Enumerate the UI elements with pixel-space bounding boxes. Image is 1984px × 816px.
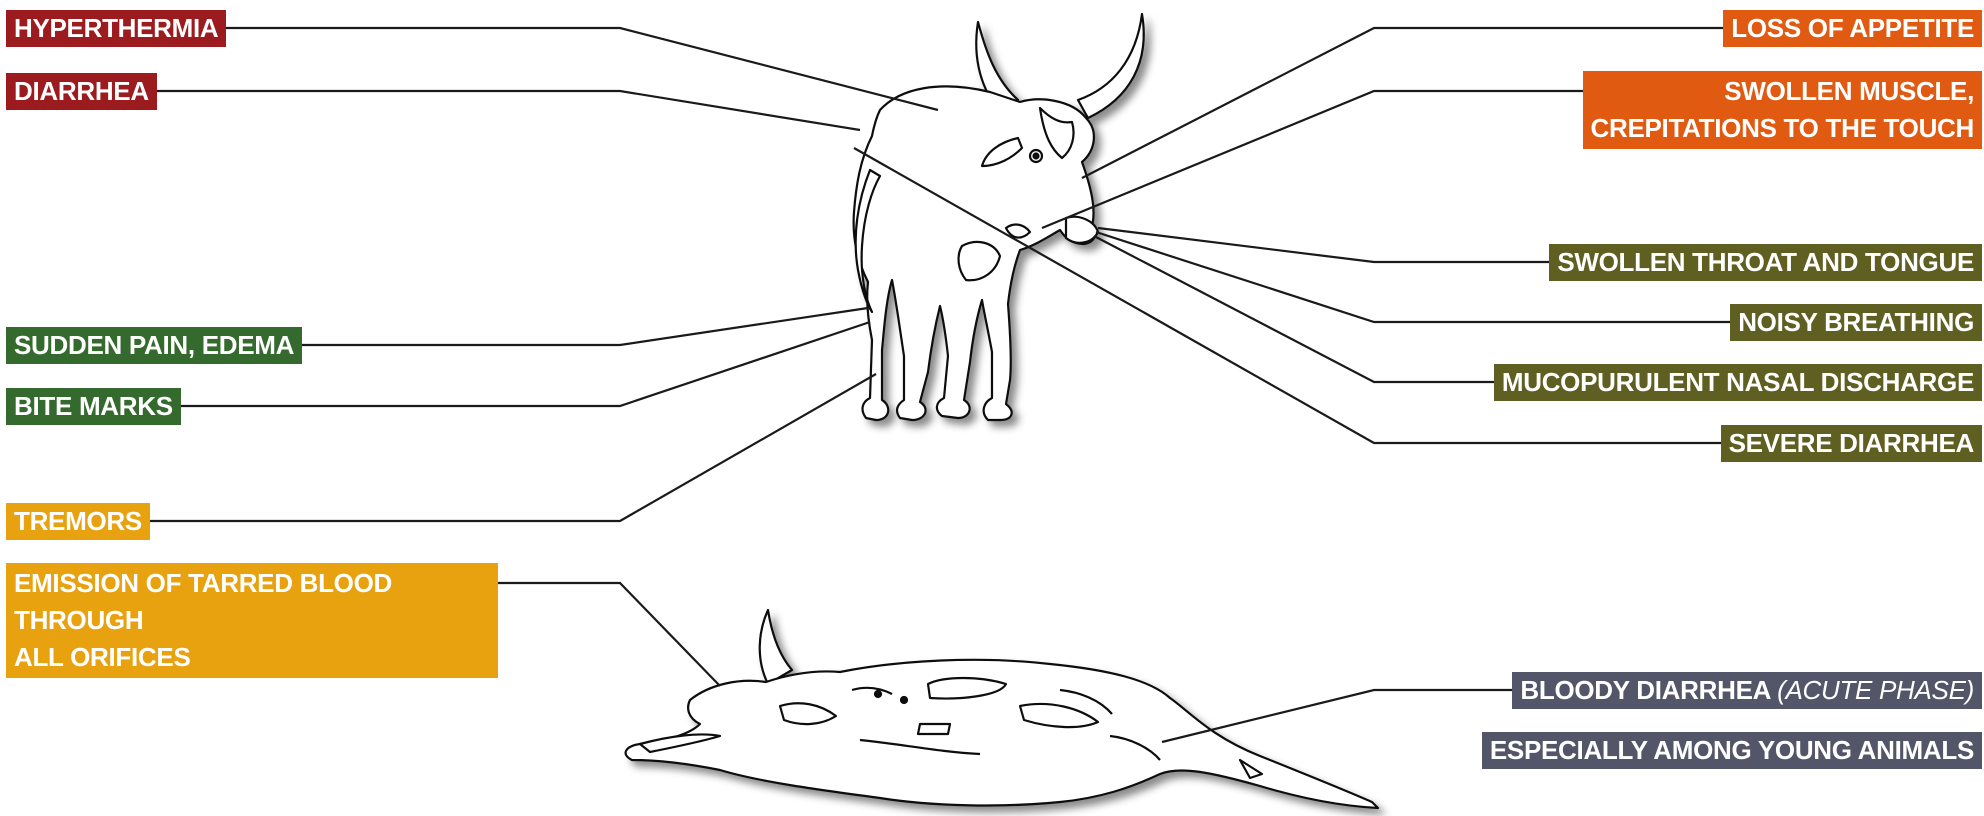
label-mucopurulent-nasal-discharge: MUCOPURULENT NASAL DISCHARGE	[1494, 364, 1982, 401]
leader-line-diarrhea	[146, 91, 860, 130]
cow-right-horn	[1078, 14, 1144, 118]
label-especially-young-animals: ESPECIALLY AMONG YOUNG ANIMALS	[1482, 732, 1982, 769]
label-emission-line2: ALL ORIFICES	[14, 639, 490, 676]
leader-line-sudden-pain	[292, 308, 868, 345]
label-bloody-diarrhea-note: (ACUTE PHASE)	[1777, 675, 1974, 705]
lying-cow-horn	[760, 610, 792, 684]
label-emission-line1: EMISSION OF TARRED BLOOD THROUGH	[14, 565, 490, 639]
label-tremors: TREMORS	[6, 503, 150, 540]
label-bloody-diarrhea: BLOODY DIARRHEA (ACUTE PHASE)	[1512, 672, 1982, 709]
label-noisy-breathing: NOISY BREATHING	[1730, 304, 1982, 341]
label-hyperthermia: HYPERTHERMIA	[6, 10, 226, 47]
label-bloody-diarrhea-text: BLOODY DIARRHEA	[1520, 675, 1770, 705]
label-swollen-muscle-line1: SWOLLEN MUSCLE,	[1591, 73, 1974, 110]
label-diarrhea: DIARRHEA	[6, 73, 157, 110]
label-bite-marks: BITE MARKS	[6, 388, 181, 425]
label-swollen-muscle-line2: CREPITATIONS TO THE TOUCH	[1591, 110, 1974, 147]
label-emission-tarred-blood: EMISSION OF TARRED BLOOD THROUGH ALL ORI…	[6, 563, 498, 678]
label-swollen-muscle: SWOLLEN MUSCLE, CREPITATIONS TO THE TOUC…	[1583, 71, 1982, 149]
leader-line-tremors	[138, 374, 876, 521]
standing-cow-illustration	[854, 14, 1144, 420]
label-swollen-throat-tongue: SWOLLEN THROAT AND TONGUE	[1549, 244, 1982, 281]
label-severe-diarrhea: SEVERE DIARRHEA	[1721, 425, 1982, 462]
leader-line-nasal-discharge	[1094, 236, 1534, 382]
leader-line-emission	[496, 583, 720, 686]
lying-cow-illustration	[626, 610, 1378, 808]
label-loss-of-appetite: LOSS OF APPETITE	[1723, 10, 1982, 47]
label-sudden-pain-edema: SUDDEN PAIN, EDEMA	[6, 327, 302, 364]
leader-line-hyperthermia	[212, 28, 938, 110]
